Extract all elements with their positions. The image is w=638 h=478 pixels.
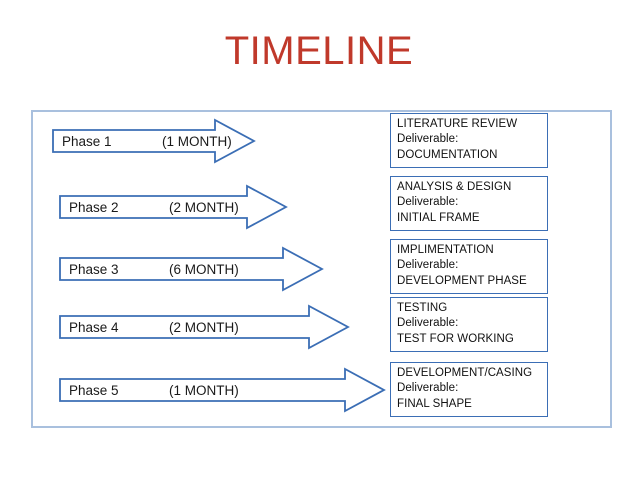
phase-arrow-shape-5	[59, 367, 386, 413]
deliverable-label-1: Deliverable:	[397, 133, 459, 146]
deliverable-label-4: Deliverable:	[397, 317, 459, 330]
phase-arrow-4[interactable]: Phase 4(2 MONTH)	[59, 304, 350, 350]
deliverable-label-3: Deliverable:	[397, 259, 459, 272]
deliverable-value-4: TEST FOR WORKING	[397, 332, 514, 345]
phase-arrow-2[interactable]: Phase 2(2 MONTH)	[59, 184, 288, 230]
deliverable-value-1: DOCUMENTATION	[397, 148, 498, 161]
phase-arrow-shape-1	[52, 118, 256, 164]
deliverable-title-1: LITERATURE REVIEW	[397, 118, 518, 130]
phase-arrow-1[interactable]: Phase 1(1 MONTH)	[52, 118, 256, 164]
deliverable-label-2: Deliverable:	[397, 196, 459, 209]
deliverable-title-2: ANALYSIS & DESIGN	[397, 181, 512, 193]
deliverable-value-5: FINAL SHAPE	[397, 397, 472, 410]
deliverable-box-5[interactable]: DEVELOPMENT/CASING Deliverable: FINAL SHAP…	[390, 362, 548, 418]
page-title: TIMELINE	[224, 29, 414, 73]
deliverable-value-3: DEVELOPMENT PHASE	[397, 274, 527, 287]
deliverable-label-5: Deliverable:	[397, 382, 459, 395]
deliverable-title-4: TESTING	[397, 302, 448, 314]
deliverable-title-5: DEVELOPMENT/CASING	[397, 367, 533, 379]
phase-arrow-shape-4	[59, 304, 350, 350]
phase-arrow-shape-3	[59, 246, 324, 292]
phase-arrow-shape-2	[59, 184, 288, 230]
deliverable-box-3[interactable]: IMPLIMENTATION Deliverable: DEVELOPMENT PH…	[390, 239, 548, 295]
deliverable-box-2[interactable]: ANALYSIS & DESIGN Deliverable: INITIAL FRA…	[390, 176, 548, 232]
deliverable-title-3: IMPLIMENTATION	[397, 244, 494, 256]
deliverable-box-4[interactable]: TESTING Deliverable: TEST FOR WORKING	[390, 297, 548, 353]
deliverable-box-1[interactable]: LITERATURE REVIEW Deliverable: DOCUMENTATI…	[390, 113, 548, 169]
phase-arrow-3[interactable]: Phase 3(6 MONTH)	[59, 246, 324, 292]
deliverable-value-2: INITIAL FRAME	[397, 211, 480, 224]
phase-arrow-5[interactable]: Phase 5(1 MONTH)	[59, 367, 386, 413]
